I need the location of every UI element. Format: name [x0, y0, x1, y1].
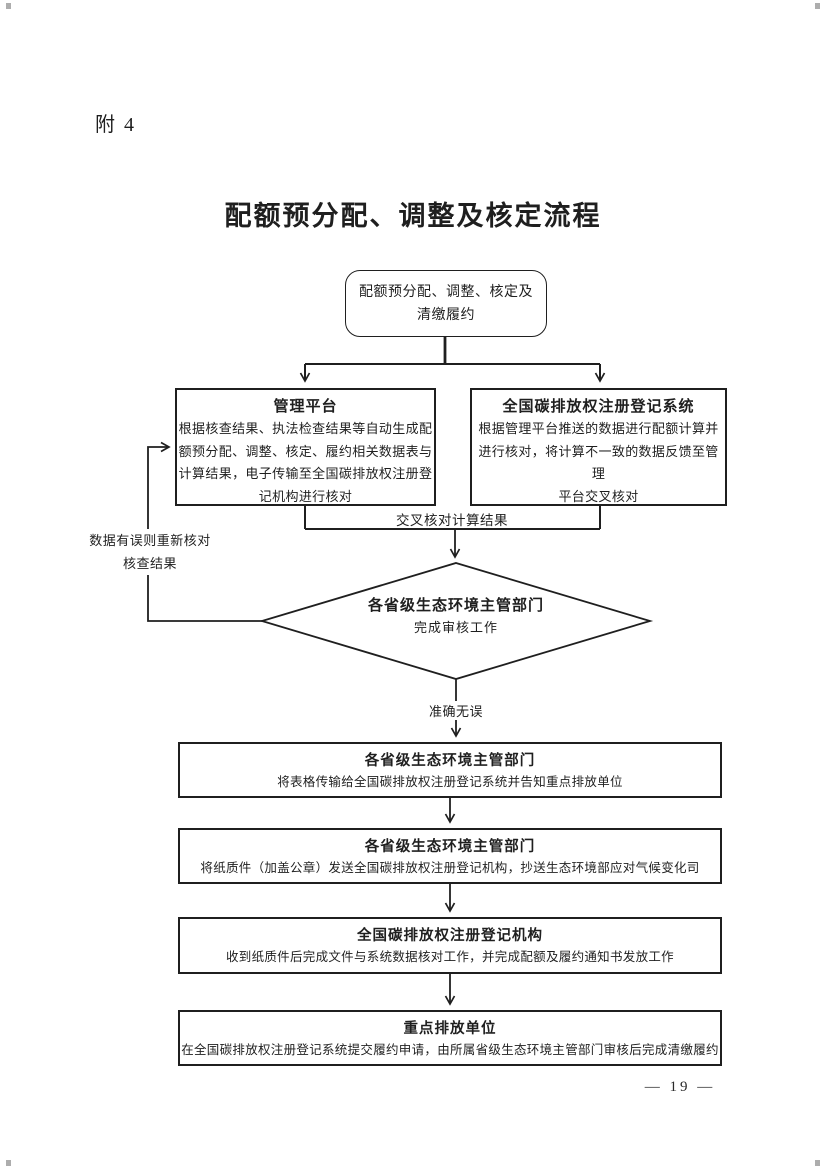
page-number: — 19 —	[644, 1079, 716, 1095]
flow-node-registry-system: 全国碳排放权注册登记系统 根据管理平台推送的数据进行配额计算并 进行核对，将计算…	[470, 388, 727, 506]
node-body: 将纸质件（加盖公章）发送全国碳排放权注册登记机构，抄送生态环境部应对气候变化司	[200, 861, 700, 875]
edge-label-feedback: 数据有误则重新核对 核查结果	[76, 529, 224, 575]
flow-node-decision: 各省级生态环境主管部门 完成审核工作	[306, 594, 606, 639]
node-title: 各省级生态环境主管部门	[367, 597, 544, 614]
scan-mark-top-right	[815, 3, 820, 9]
scan-mark-top-left	[6, 3, 11, 9]
page-title: 配额预分配、调整及核定流程	[224, 201, 602, 231]
node-title: 全国碳排放权注册登记机构	[357, 928, 543, 944]
node-body: 在全国碳排放权注册登记系统提交履约申请，由所属省级生态环境主管部门审核后完成清缴…	[181, 1043, 719, 1057]
flow-node-step-emitter: 重点排放单位 在全国碳排放权注册登记系统提交履约申请，由所属省级生态环境主管部门…	[178, 1010, 722, 1066]
attachment-label: 附 4	[95, 114, 136, 136]
node-body: 将表格传输给全国碳排放权注册登记系统并告知重点排放单位	[277, 775, 623, 789]
node-title: 各省级生态环境主管部门	[364, 839, 536, 855]
flow-node-step-registry-org: 全国碳排放权注册登记机构 收到纸质件后完成文件与系统数据核对工作，并完成配额及履…	[178, 917, 722, 974]
node-title: 各省级生态环境主管部门	[364, 753, 536, 769]
scan-mark-bottom-right	[815, 1160, 820, 1166]
flow-node-step-notify: 各省级生态环境主管部门 将表格传输给全国碳排放权注册登记系统并告知重点排放单位	[178, 742, 722, 798]
node-title: 管理平台	[273, 398, 338, 415]
flow-node-start: 配额预分配、调整、核定及 清缴履约	[345, 270, 547, 337]
edge-label-accurate: 准确无误	[415, 701, 497, 720]
node-body: 完成审核工作	[413, 620, 498, 635]
edge-label-cross-check: 交叉核对计算结果	[396, 513, 508, 528]
node-body: 根据管理平台推送的数据进行配额计算并 进行核对，将计算不一致的数据反馈至管理 平…	[478, 421, 719, 504]
node-body: 根据核查结果、执法检查结果等自动生成配 额预分配、调整、核定、履约相关数据表与 …	[178, 421, 433, 504]
scan-mark-bottom-left	[6, 1160, 11, 1166]
node-title: 重点排放单位	[403, 1021, 497, 1037]
flow-node-step-paper: 各省级生态环境主管部门 将纸质件（加盖公章）发送全国碳排放权注册登记机构，抄送生…	[178, 828, 722, 884]
node-title: 全国碳排放权注册登记系统	[502, 398, 695, 415]
node-body: 收到纸质件后完成文件与系统数据核对工作，并完成配额及履约通知书发放工作	[225, 950, 674, 964]
flow-node-management-platform: 管理平台 根据核查结果、执法检查结果等自动生成配 额预分配、调整、核定、履约相关…	[175, 388, 436, 506]
